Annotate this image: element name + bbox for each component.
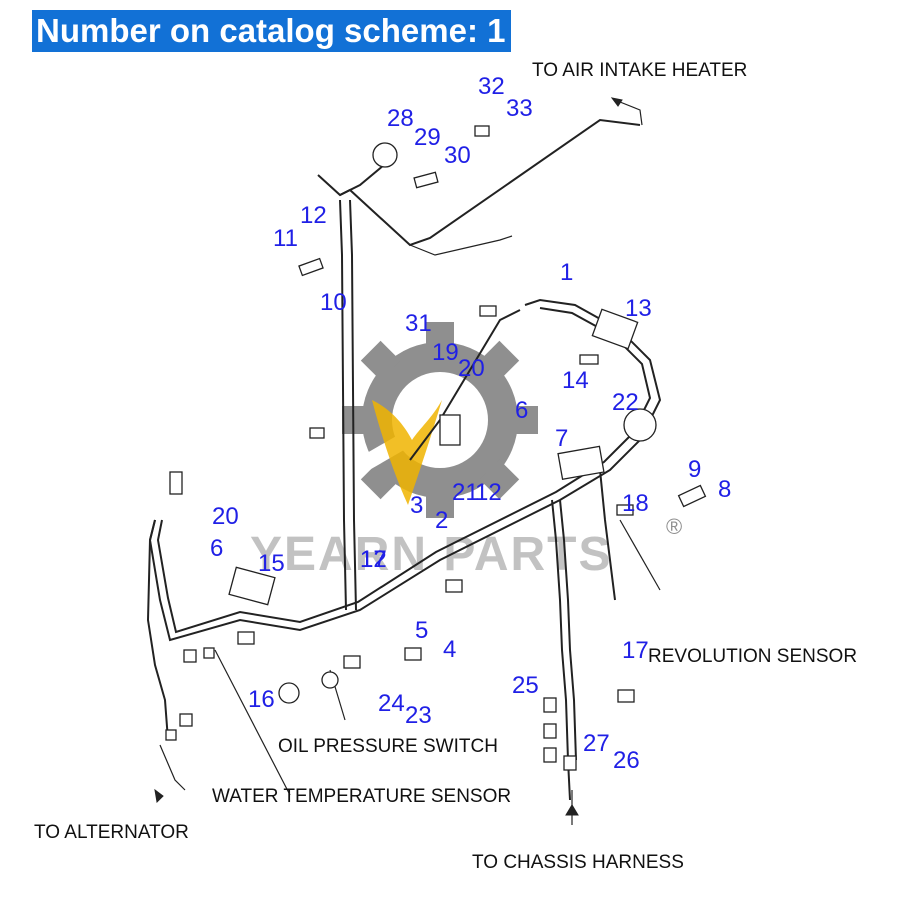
flame-icon [372,400,442,505]
callout-17: 17 [360,546,387,573]
callout-3: 3 [410,492,423,519]
callout-19: 19 [432,339,459,366]
callout-23: 23 [405,702,432,729]
callout-numbers: 1 2 3 4 5 6 6 7 8 9 10 11 12 12 12 13 14… [210,73,731,774]
callout-24: 24 [378,690,405,717]
callout-4: 4 [443,636,456,663]
callout-7: 7 [555,425,568,452]
callout-6b: 6 [515,397,528,424]
label-to-alternator: TO ALTERNATOR [34,822,189,843]
callout-9: 9 [688,456,701,483]
label-revolution-sensor: REVOLUTION SENSOR [648,646,857,667]
callout-12b: 12 [360,546,387,573]
callout-5: 5 [415,617,428,644]
registered-mark: ® [666,514,682,539]
callout-16: 16 [248,686,275,713]
label-to-chassis-harness: TO CHASSIS HARNESS [472,852,684,873]
catalog-scheme-title: Number on catalog scheme: 1 [32,10,512,52]
callout-17b: 17 [622,637,649,664]
label-air-intake-heater: TO AIR INTAKE HEATER [532,60,747,81]
destination-labels: TO AIR INTAKE HEATER REVOLUTION SENSOR O… [34,60,857,873]
callout-22: 22 [612,389,639,416]
callout-15: 15 [258,550,285,577]
callout-28: 28 [387,105,414,132]
watermark-brand: YEARN PARTS [250,528,612,581]
callout-31: 31 [405,310,432,337]
callout-20b: 20 [458,355,485,382]
callout-12c: 12 [475,479,502,506]
callout-6: 6 [210,535,223,562]
callout-25: 25 [512,672,539,699]
callout-8: 8 [718,476,731,503]
label-oil-pressure-switch: OIL PRESSURE SWITCH [278,736,498,757]
callout-2: 2 [435,507,448,534]
callout-33: 33 [506,95,533,122]
harness-parts [165,125,707,771]
callout-20: 20 [212,503,239,530]
callout-21: 21 [452,479,479,506]
callout-12: 12 [300,202,327,229]
callout-26: 26 [613,747,640,774]
callout-18: 18 [622,490,649,517]
callout-30: 30 [444,142,471,169]
callout-13: 13 [625,295,652,322]
callout-27: 27 [583,730,610,757]
callout-32: 32 [478,73,505,100]
callout-10: 10 [320,289,347,316]
callout-29: 29 [414,124,441,151]
callout-14: 14 [562,367,589,394]
callout-1: 1 [560,259,573,286]
label-water-temperature-sensor: WATER TEMPERATURE SENSOR [212,786,511,807]
callout-11: 11 [273,225,298,252]
